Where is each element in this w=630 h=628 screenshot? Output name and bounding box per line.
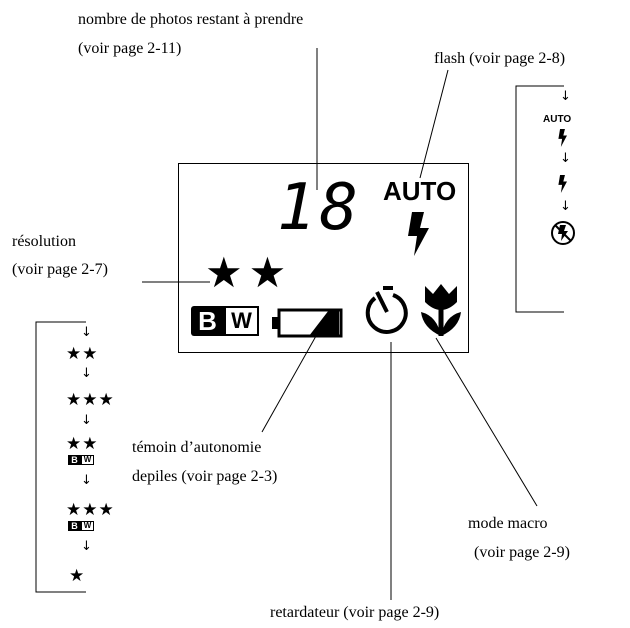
resolution-label-line2: (voir page 2-7) bbox=[12, 261, 108, 278]
cycle-item-4-bw: B W bbox=[68, 521, 94, 531]
battery-label-line2: depiles (voir page 2-3) bbox=[132, 468, 278, 485]
battery-label-line1: témoin d’autonomie bbox=[132, 439, 262, 456]
flash-leader bbox=[419, 69, 449, 179]
photos-left-label-line1: nombre de photos restant à prendre bbox=[78, 11, 304, 28]
macro-label-line1: mode macro bbox=[468, 515, 548, 532]
flash-cycle-arrow-down: ↓ bbox=[560, 89, 571, 104]
bw-w: W bbox=[223, 306, 259, 336]
bw-mode-indicator: B W bbox=[191, 306, 259, 336]
macro-leader bbox=[435, 337, 538, 507]
cycle-arrow-down: ↓ bbox=[81, 473, 92, 488]
bw-b: B bbox=[191, 306, 224, 336]
cycle-item-2-stars: ★★★ bbox=[66, 390, 115, 410]
resolution-label-line1: résolution bbox=[12, 233, 76, 250]
flash-off-icon bbox=[551, 221, 575, 245]
flash-mode-label: AUTO bbox=[383, 176, 457, 206]
mini-bw-w: W bbox=[81, 455, 94, 465]
cycle-item-4-stars: ★★★ bbox=[66, 500, 115, 520]
flash-cycle-arrow-down: ↓ bbox=[560, 199, 571, 214]
self-timer-icon bbox=[365, 286, 408, 334]
photos-left-label-line2: (voir page 2-11) bbox=[78, 40, 182, 57]
cycle-arrow-down: ↓ bbox=[81, 539, 92, 554]
resolution-stars: ★★ bbox=[205, 248, 293, 297]
mini-bw-b: B bbox=[68, 455, 81, 465]
auto-lightning-icon bbox=[558, 129, 567, 147]
cycle-arrow-down: ↓ bbox=[81, 413, 92, 428]
flash-cycle-auto-label: AUTO bbox=[543, 114, 572, 125]
macro-label-line2: (voir page 2-9) bbox=[474, 544, 570, 561]
cycle-arrow-down: ↓ bbox=[81, 325, 92, 340]
mini-bw-w: W bbox=[81, 521, 94, 531]
flash-cycle-bracket bbox=[515, 85, 564, 313]
lightning-icon bbox=[408, 212, 429, 256]
flash-label: flash (voir page 2-8) bbox=[434, 50, 566, 67]
battery-icon bbox=[272, 308, 343, 338]
cycle-item-3-stars: ★★ bbox=[66, 434, 99, 454]
timer-label: retardateur (voir page 2-9) bbox=[270, 604, 440, 621]
cycle-item-3-bw: B W bbox=[68, 455, 94, 465]
flash-cycle-arrow-down: ↓ bbox=[560, 151, 571, 166]
lcd-display: 18 AUTO ★★ B W bbox=[178, 163, 469, 353]
lightning-icon bbox=[558, 175, 567, 193]
cycle-item-5-stars: ★ bbox=[69, 566, 86, 586]
mini-bw-b: B bbox=[68, 521, 81, 531]
cycle-arrow-down: ↓ bbox=[81, 366, 92, 381]
macro-tulip-icon bbox=[421, 284, 461, 336]
photo-count: 18 bbox=[277, 171, 363, 245]
cycle-item-1-stars: ★★ bbox=[66, 344, 99, 364]
resolution-cycle-bracket bbox=[35, 321, 86, 593]
